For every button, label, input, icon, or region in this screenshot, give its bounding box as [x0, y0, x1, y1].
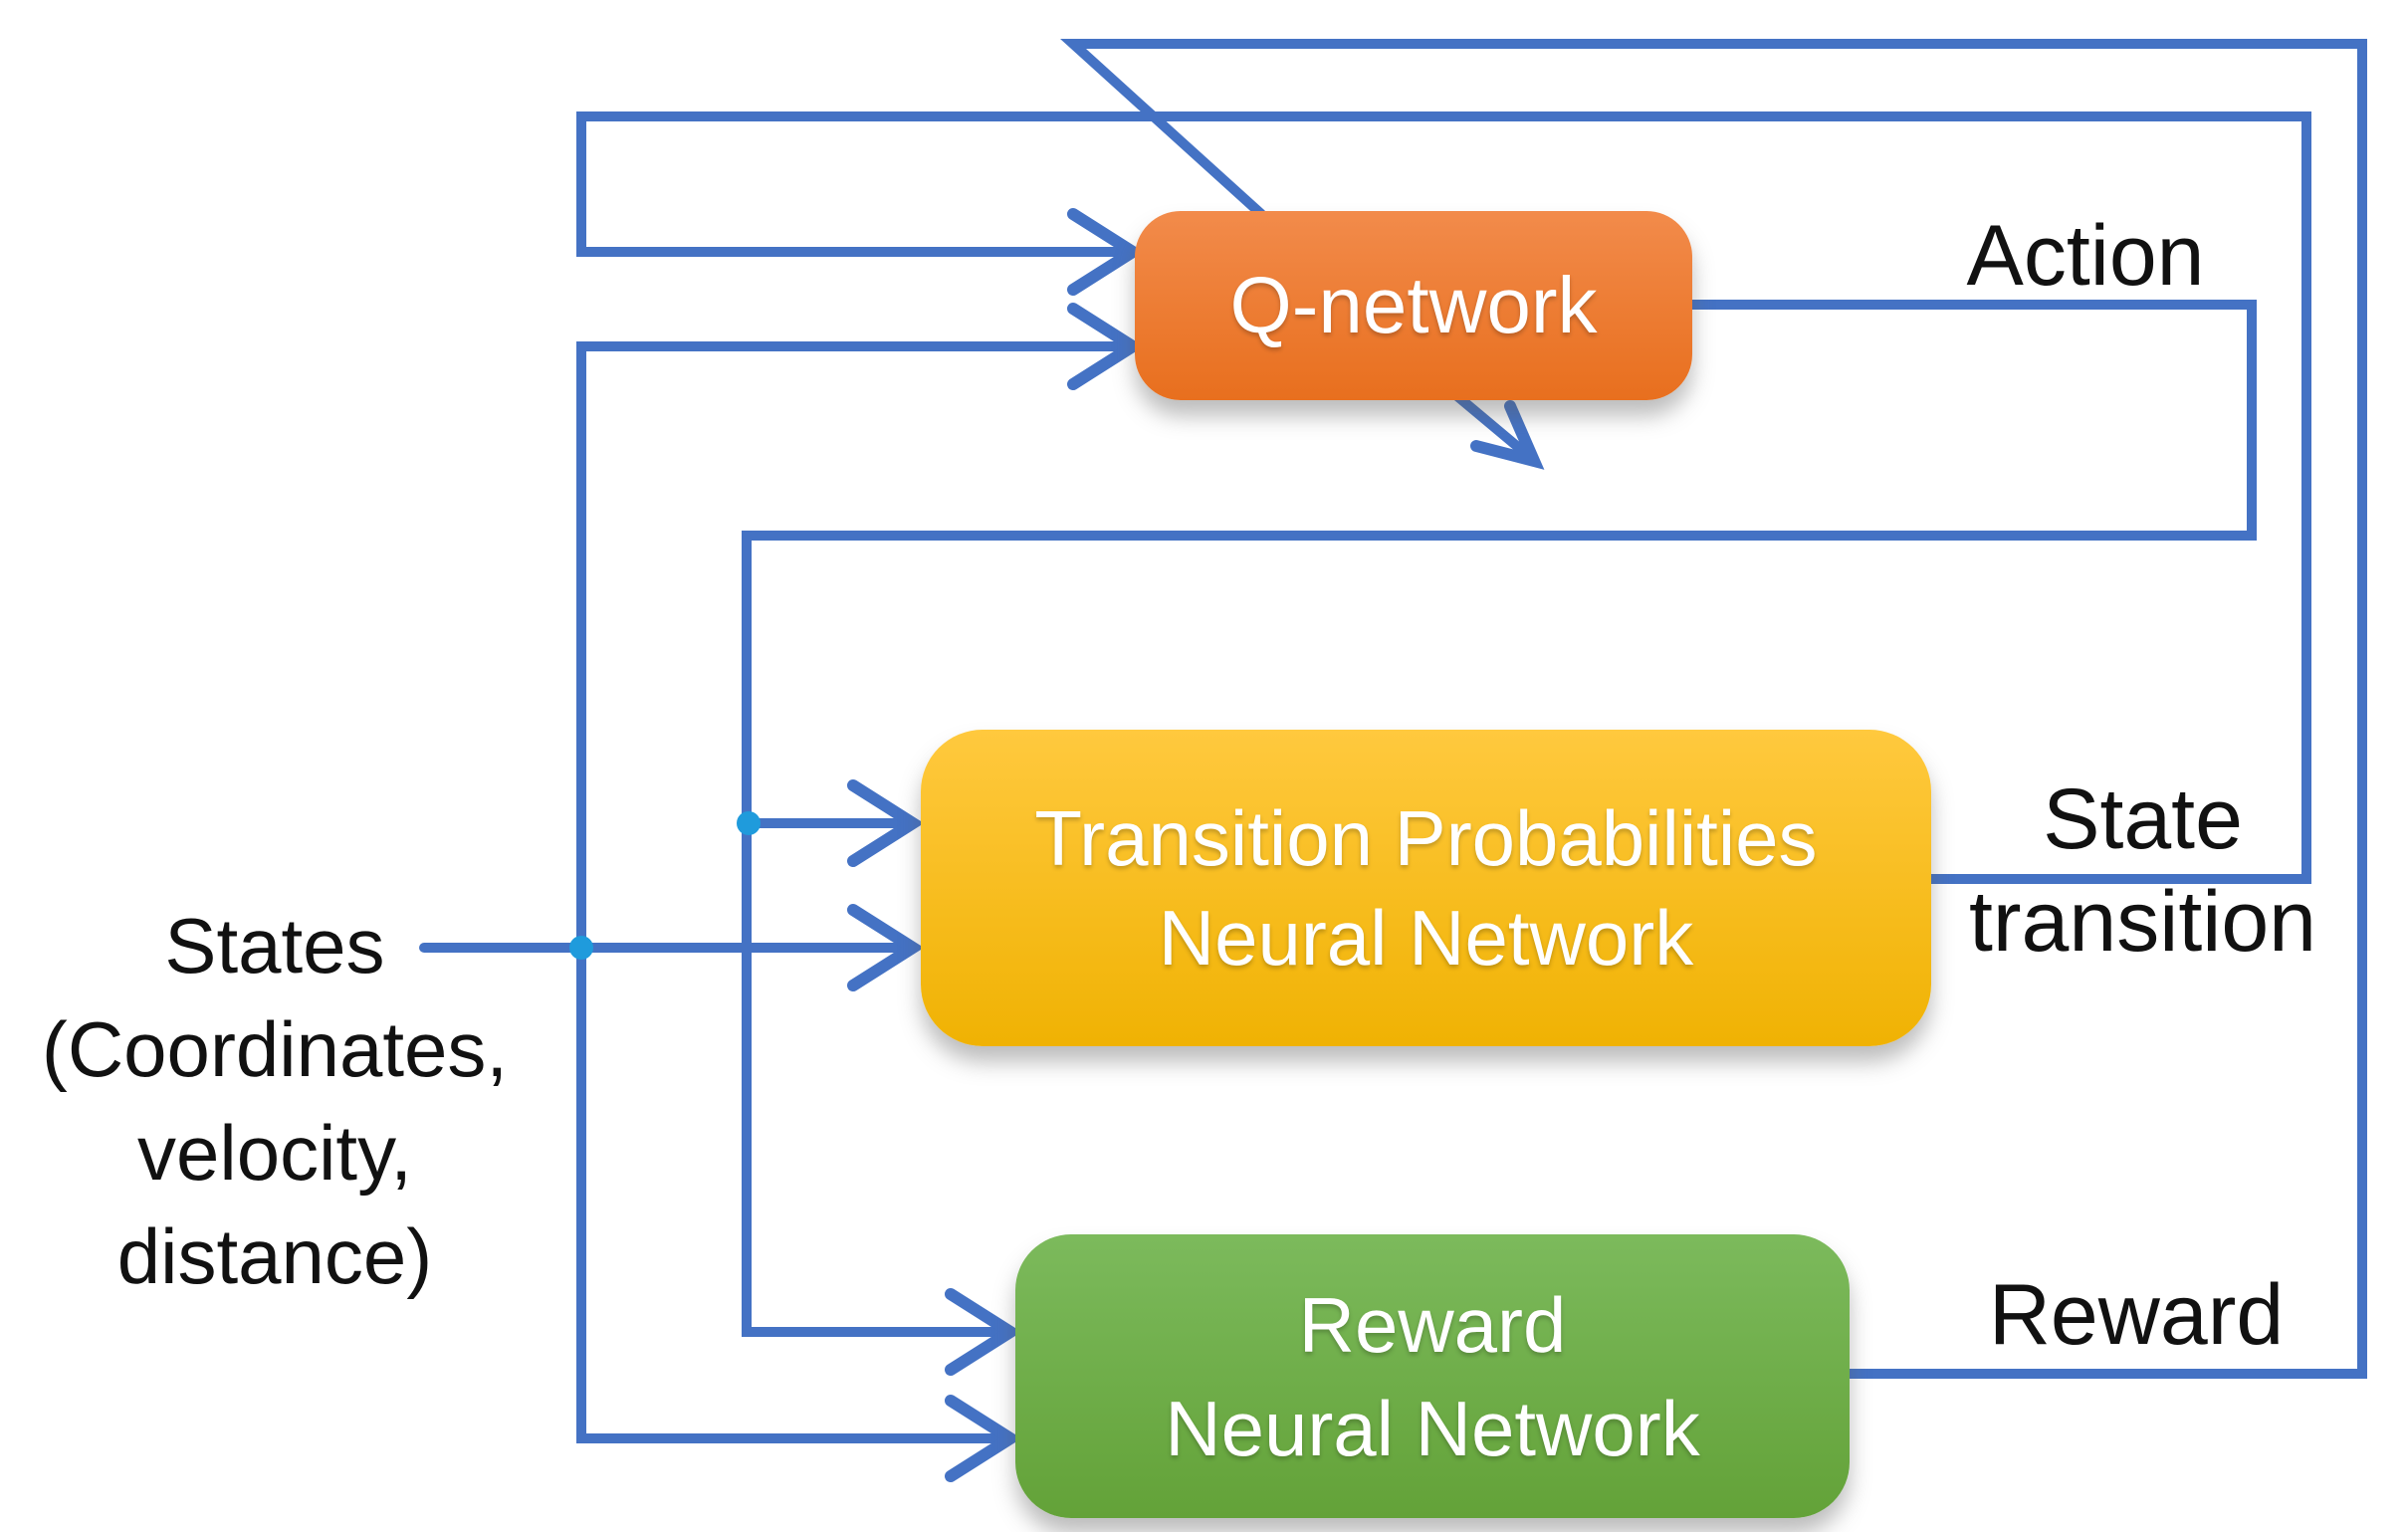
- reward-label: Reward: [1937, 1264, 2335, 1367]
- junction-dot-states-branch: [569, 936, 593, 960]
- reward-nn-label-line1: Reward: [1298, 1280, 1567, 1369]
- arrowhead-into-transition-upper: [847, 779, 925, 867]
- state-transition-label-line2: transition: [1969, 874, 2316, 970]
- states-label-line1: States: [164, 902, 385, 989]
- states-input-label: States (Coordinates, velocity, distance): [16, 894, 534, 1308]
- connector-q-network-output-diagonal: [1452, 391, 1530, 458]
- state-transition-label: State transition: [1916, 768, 2369, 974]
- q-network-label: Q-network: [1229, 261, 1598, 349]
- connector-states-trunk: [576, 341, 1130, 1443]
- arrowhead-into-q-network-lower: [1067, 303, 1145, 390]
- states-label-line3: velocity,: [137, 1109, 412, 1197]
- connector-action-loop: [742, 300, 2257, 1337]
- arrowhead-into-q-network-upper: [1067, 208, 1145, 296]
- node-q-network: Q-network: [1135, 211, 1692, 400]
- action-label-text: Action: [1966, 208, 2205, 304]
- states-label-line2: (Coordinates,: [41, 1005, 509, 1093]
- reward-label-text: Reward: [1988, 1267, 2285, 1363]
- reward-nn-label-line2: Neural Network: [1165, 1384, 1700, 1472]
- junction-dot-action-branch: [737, 811, 761, 835]
- arrowhead-into-reward-upper: [945, 1288, 1022, 1376]
- node-transition-probabilities-nn: Transition Probabilities Neural Network: [921, 730, 1931, 1046]
- state-transition-label-line1: State: [2043, 771, 2243, 867]
- states-label-line4: distance): [116, 1212, 433, 1300]
- transition-nn-label-line1: Transition Probabilities: [1034, 794, 1818, 882]
- connector-state-transition-loop: [576, 111, 2311, 884]
- arrowhead-q-network-output: [1470, 400, 1545, 470]
- arrowhead-into-reward-lower: [945, 1395, 1022, 1482]
- connector-reward-feedback-loop: [1060, 39, 2367, 1379]
- transition-nn-label-line2: Neural Network: [1158, 894, 1694, 982]
- node-reward-nn: Reward Neural Network: [1015, 1234, 1850, 1518]
- action-label: Action: [1886, 205, 2285, 308]
- arrowhead-into-transition-lower: [847, 904, 925, 991]
